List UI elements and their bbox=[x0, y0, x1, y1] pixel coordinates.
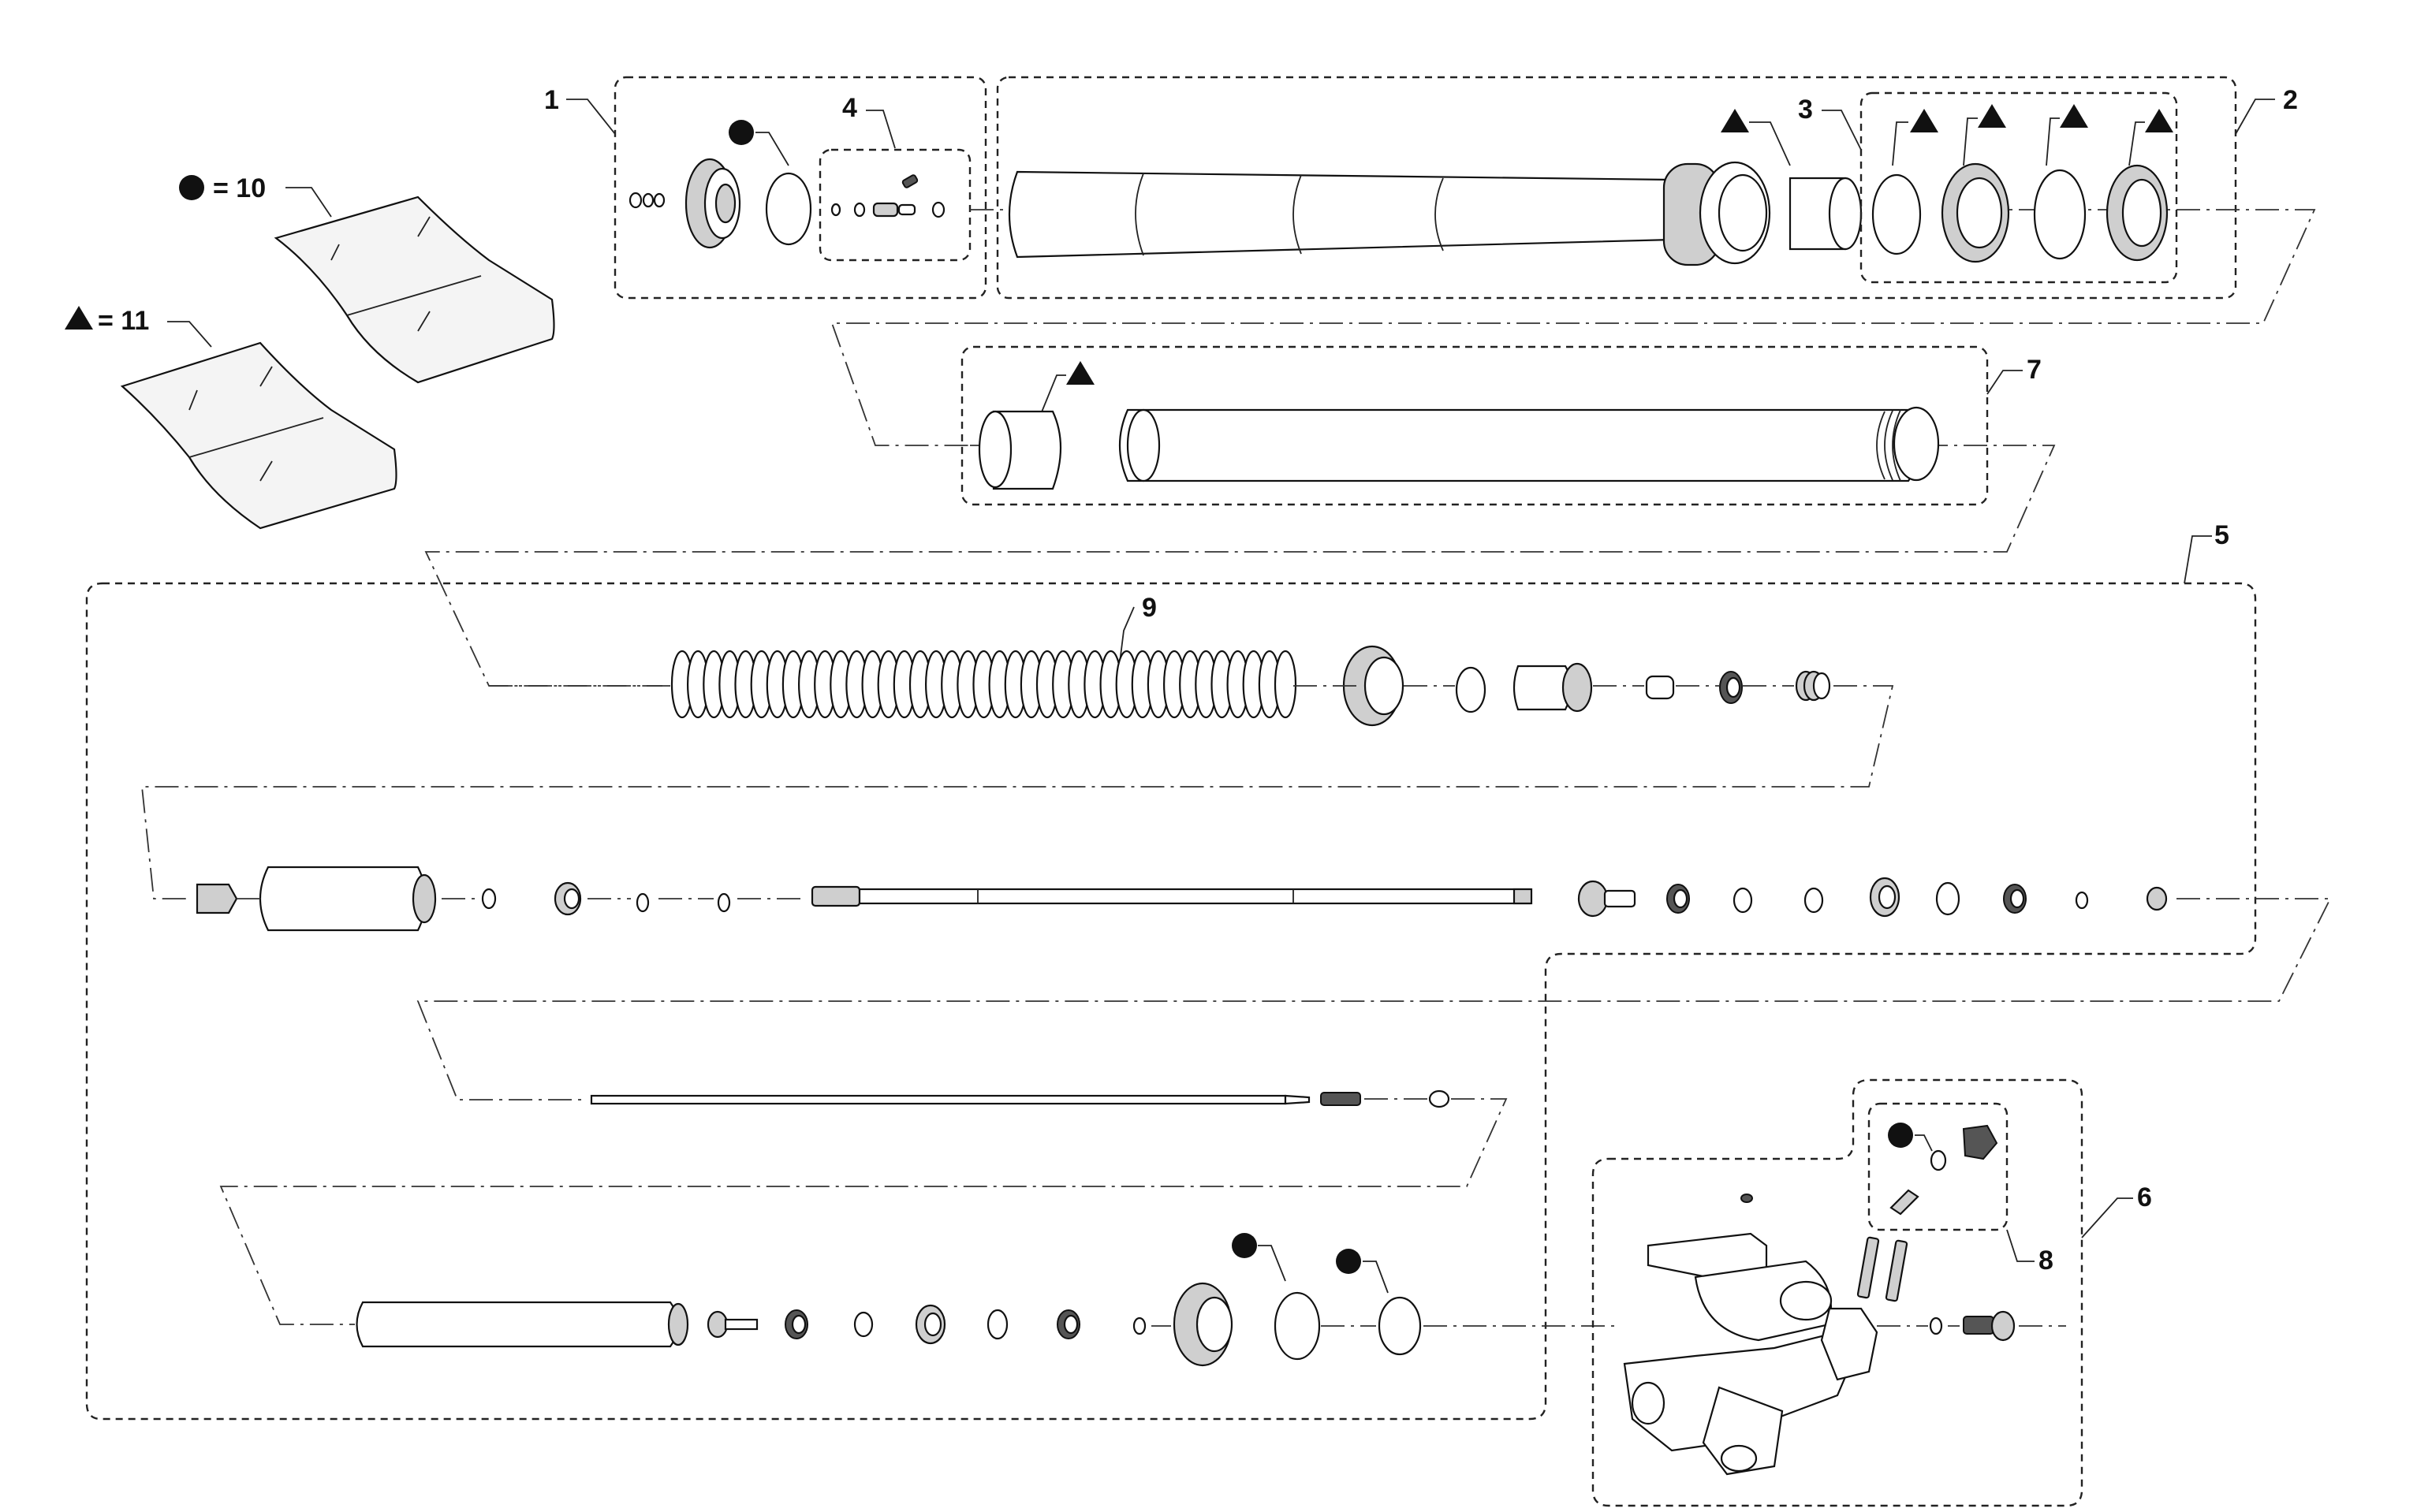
rebound-rod-row bbox=[590, 1089, 1450, 1108]
guide-bushing bbox=[978, 410, 1062, 490]
callout-9: 9 bbox=[1142, 593, 1157, 623]
circle-marker bbox=[1336, 1249, 1361, 1274]
bottom-bolt-parts bbox=[1929, 1310, 2016, 1342]
assembly-2: 2 3 bbox=[830, 76, 2316, 446]
triangle-marker bbox=[1910, 109, 1938, 132]
assembly-5: 5 9 bbox=[85, 520, 2332, 1421]
circle-marker bbox=[1888, 1123, 1913, 1148]
air-valve-parts bbox=[1889, 1124, 1998, 1216]
triangle-marker-legend bbox=[65, 306, 93, 330]
o-ring-lower-1 bbox=[1274, 1291, 1321, 1361]
valve-parts bbox=[830, 174, 946, 218]
seal-bag-11-icon bbox=[120, 341, 397, 530]
o-ring-large bbox=[765, 172, 812, 246]
lower-tube bbox=[1118, 406, 1940, 482]
callout-6: 6 bbox=[2137, 1182, 2152, 1212]
o-ring-lower-2 bbox=[1378, 1296, 1422, 1356]
small-o-rings bbox=[628, 192, 666, 209]
circle-marker-legend bbox=[179, 175, 204, 200]
triangle-marker bbox=[1721, 109, 1749, 132]
triangle-marker bbox=[2145, 109, 2173, 132]
legend-triangle-label: = 11 bbox=[98, 306, 149, 336]
bushing bbox=[1789, 177, 1863, 251]
legend: = 10 = 11 bbox=[65, 173, 555, 530]
callout-4: 4 bbox=[842, 93, 857, 123]
callout-2: 2 bbox=[2283, 85, 2298, 115]
callout-5: 5 bbox=[2214, 520, 2229, 550]
main-coil-spring bbox=[670, 650, 1297, 719]
upper-stanchion-tube bbox=[1008, 161, 1771, 266]
spring-top-parts bbox=[1342, 645, 1831, 727]
callout-7: 7 bbox=[2027, 355, 2042, 385]
assembly-1: 1 4 bbox=[544, 76, 987, 300]
lower-damper-row bbox=[356, 1282, 1233, 1367]
piston-stack bbox=[1577, 877, 2168, 918]
assembly-6: 6 8 bbox=[1591, 1078, 2152, 1507]
damper-cartridge-row bbox=[196, 866, 1533, 932]
spring-coil bbox=[1274, 650, 1297, 719]
triangle-marker bbox=[2060, 104, 2088, 128]
seal-rings bbox=[1871, 162, 2169, 263]
callout-8: 8 bbox=[2038, 1246, 2053, 1276]
legend-circle-label: = 10 bbox=[213, 173, 266, 203]
fork-lower-leg-casting bbox=[1623, 1194, 1908, 1476]
callout-3: 3 bbox=[1798, 95, 1813, 125]
top-cap bbox=[684, 158, 741, 249]
circle-marker bbox=[1232, 1233, 1257, 1258]
circle-marker bbox=[729, 120, 754, 145]
triangle-marker bbox=[1978, 104, 2006, 128]
assembly-7: 7 bbox=[424, 345, 2056, 687]
triangle-marker bbox=[1066, 361, 1095, 385]
seal-bag-10-icon bbox=[274, 196, 555, 384]
callout-1: 1 bbox=[544, 85, 559, 115]
